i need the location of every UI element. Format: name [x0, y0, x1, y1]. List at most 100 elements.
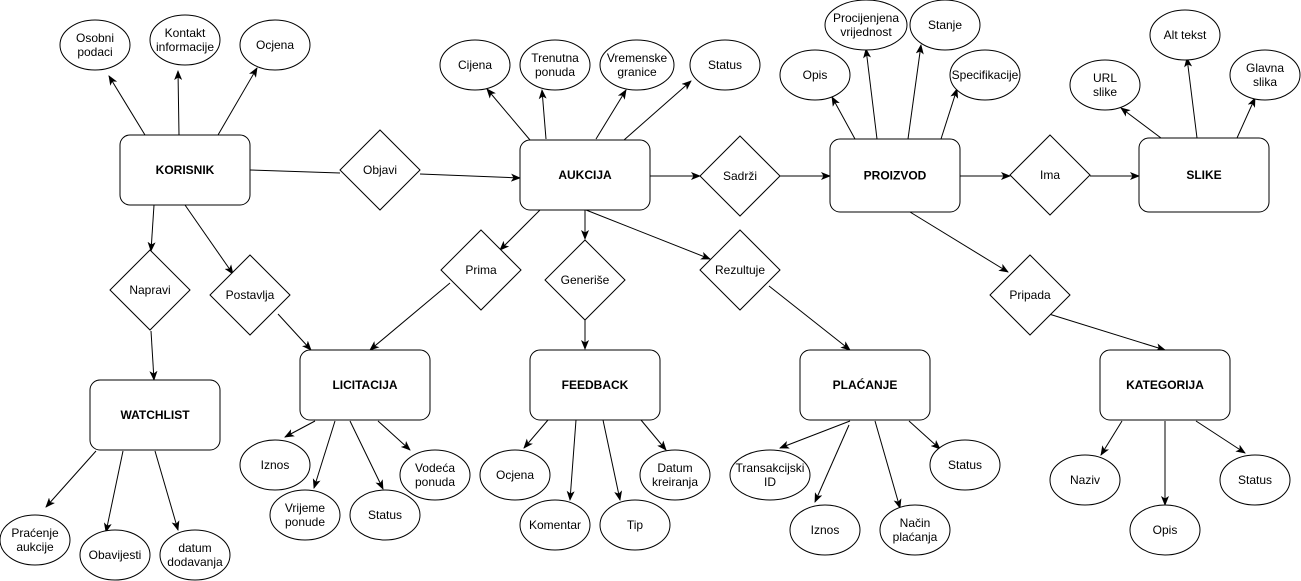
attribute-label: Vodeća	[415, 461, 455, 475]
attribute-label: Komentar	[529, 518, 581, 532]
relationship-connector	[499, 209, 541, 251]
relationship-connector	[149, 330, 158, 381]
attribute-ellipse	[1069, 59, 1141, 111]
attribute-label: vrijednost	[840, 25, 892, 39]
attribute-korisnik-2: Ocjena	[239, 19, 311, 71]
attribute-ellipse	[269, 489, 341, 541]
attribute-ellipse	[1219, 454, 1291, 506]
entity-box	[299, 349, 431, 421]
attribute-ellipse	[1149, 9, 1221, 61]
attribute-connector	[312, 420, 336, 489]
attribute-connector	[154, 450, 180, 531]
relationship-postavlja: Postavlja	[209, 254, 291, 336]
attribute-label: Status	[1238, 473, 1272, 487]
attribute-label: Ocjena	[256, 38, 294, 52]
attribute-ellipse	[239, 19, 311, 71]
attribute-ellipse	[1229, 49, 1301, 101]
attribute-label: Cijena	[458, 58, 492, 72]
relationship-label: Ima	[1040, 168, 1060, 182]
attribute-connector	[602, 419, 623, 501]
entity-box	[529, 349, 661, 421]
attribute-connector	[349, 420, 384, 490]
entity-label: SLIKE	[1186, 168, 1221, 182]
relationship-sadrzi: Sadrži	[699, 135, 781, 217]
attribute-label: kreiranja	[652, 475, 698, 489]
relationship-connector	[369, 282, 451, 351]
entity-box	[89, 379, 221, 451]
attribute-proizvod-2: Stanje	[909, 0, 981, 51]
entity-box	[1138, 137, 1270, 213]
attribute-label: Praćenje	[11, 526, 59, 540]
relationship-label: Objavi	[363, 163, 397, 177]
entity-label: KORISNIK	[156, 163, 215, 177]
attribute-ellipse	[879, 504, 951, 556]
attribute-label: Iznos	[261, 458, 290, 472]
attribute-ellipse	[599, 499, 671, 551]
attribute-ellipse	[639, 449, 711, 501]
relationship-label: Sadrži	[723, 169, 757, 183]
attribute-label: Stanje	[928, 18, 962, 32]
attribute-label: Vremenske	[607, 51, 668, 65]
attribute-label: Glavna	[1246, 61, 1284, 75]
relationship-generise: Generiše	[544, 239, 626, 321]
attribute-connector	[779, 420, 851, 449]
relationship-diamond	[544, 239, 626, 321]
connector-lines	[45, 44, 1256, 533]
attribute-label: informacije	[156, 40, 214, 54]
entity-label: PROIZVOD	[864, 169, 927, 183]
attribute-connector	[1236, 97, 1256, 139]
attribute-label: Iznos	[811, 523, 840, 537]
attribute-connector	[1100, 420, 1123, 456]
relationship-diamond	[1009, 134, 1091, 216]
entity-box	[829, 138, 961, 213]
attribute-label: podaci	[77, 45, 112, 59]
attribute-aukcija-0: Cijena	[439, 39, 511, 91]
attribute-connector	[908, 420, 941, 450]
attribute-ellipse	[599, 39, 675, 91]
attribute-feedback-1: Komentar	[519, 499, 591, 551]
relationship-napravi: Napravi	[109, 249, 191, 331]
attribute-connector	[174, 70, 183, 136]
attribute-label: granice	[617, 65, 657, 79]
entity-kategorija: KATEGORIJA	[1099, 349, 1231, 421]
attribute-connector	[523, 419, 549, 449]
attribute-label: Datum	[657, 461, 692, 475]
relationship-connector	[1048, 313, 1166, 352]
relationship-rezultuje: Rezultuje	[699, 229, 781, 311]
attribute-label: Tip	[627, 518, 644, 532]
attribute-ellipse	[0, 514, 71, 566]
attribute-label: Vrijeme	[285, 501, 326, 515]
relationship-label: Pripada	[1009, 288, 1051, 302]
attribute-label: Trenutna	[531, 51, 579, 65]
relationship-connector	[768, 285, 851, 351]
entity-label: PLAĆANJE	[833, 377, 898, 392]
attribute-label: datum	[178, 541, 211, 555]
relationship-connector	[909, 211, 1009, 273]
relationship-connector	[277, 313, 312, 351]
attribute-connector	[1184, 57, 1198, 139]
attribute-licitacija-0: Iznos	[239, 439, 311, 491]
attribute-connector	[940, 88, 959, 140]
attribute-label: ID	[764, 475, 776, 489]
relationship-pripada: Pripada	[989, 254, 1071, 336]
attribute-proizvod-0: Opis	[779, 49, 851, 101]
attribute-label: Ocjena	[496, 468, 534, 482]
attribute-label: Transakcijski	[736, 461, 805, 475]
attribute-ellipse	[519, 39, 591, 91]
attribute-connector	[814, 424, 850, 503]
relationship-label: Postavlja	[226, 288, 275, 302]
attribute-label: Obavijesti	[89, 548, 142, 562]
attribute-ellipse	[929, 439, 1001, 491]
relationship-diamond	[209, 254, 291, 336]
entity-watchlist: WATCHLIST	[89, 379, 221, 451]
attribute-connector	[217, 67, 258, 136]
attribute-aukcija-3: Status	[689, 39, 761, 91]
attribute-kategorija-0: Naziv	[1049, 454, 1121, 506]
attribute-ellipse	[1049, 454, 1121, 506]
entity-placanje: PLAĆANJE	[799, 349, 931, 421]
